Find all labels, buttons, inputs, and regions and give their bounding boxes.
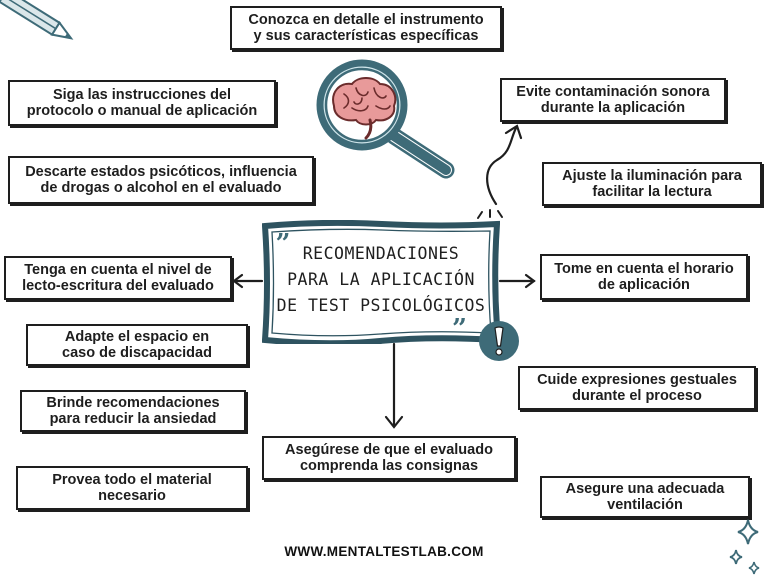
center-title-line: DE TEST PSICOLÓGICOS [276, 296, 486, 315]
close-quote: ” [452, 314, 467, 344]
footer-website: WWW.MENTALTESTLAB.COM [284, 544, 484, 559]
magnifier-brain-icon [316, 59, 456, 180]
center-title-box: „ ” RECOMENDACIONES PARA LA APLICACIÓN D… [262, 214, 500, 344]
pencil-icon [0, 0, 74, 40]
sparkle-icon [729, 519, 760, 575]
exclamation-icon [479, 321, 519, 361]
center-title-line: RECOMENDACIONES [302, 244, 460, 263]
center-title-line: PARA LA APLICACIÓN [287, 270, 475, 289]
open-quote: „ [276, 214, 291, 244]
